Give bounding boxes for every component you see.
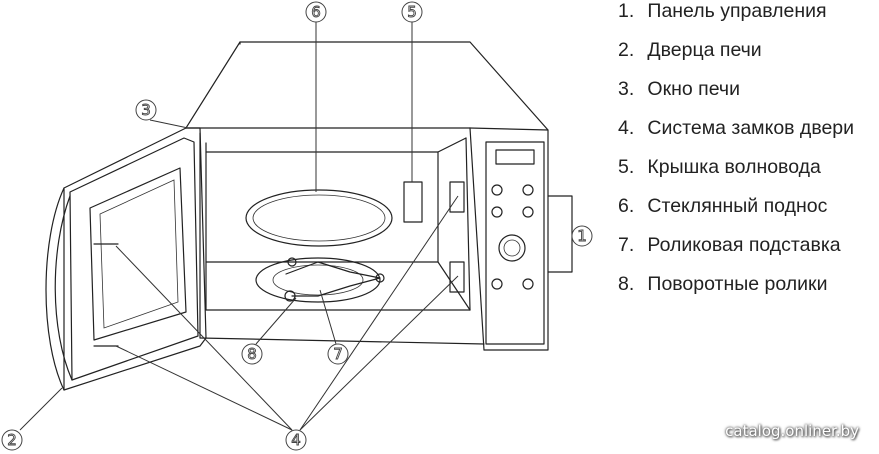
legend-item-text: Система замков двери: [647, 117, 855, 139]
legend-item-number: 3.: [618, 78, 635, 100]
legend-item-text: Окно печи: [647, 78, 740, 100]
legend-item-number: 6.: [618, 195, 635, 217]
watermark: catalog.onliner.by: [725, 422, 859, 440]
legend-item-number: 4.: [618, 117, 635, 139]
legend-item-text: Панель управления: [647, 0, 827, 22]
callout-6: [305, 1, 327, 23]
oven-door: [45, 127, 207, 391]
callout-2-label: 2: [7, 431, 17, 449]
legend-item: 3. Окно печи: [618, 78, 854, 117]
callout-8-label: 8: [247, 345, 257, 363]
oven-cabinet: [185, 41, 549, 351]
callout-1: [571, 225, 593, 247]
legend-item-text: Крышка волновода: [647, 156, 821, 178]
callout-4-label: 4: [291, 431, 301, 449]
legend-item-text: Стеклянный поднос: [647, 195, 828, 217]
callout-4: [285, 429, 307, 451]
legend-item-number: 8.: [618, 273, 635, 295]
callout-7-label: 7: [333, 345, 343, 363]
legend-item-number: 2.: [618, 39, 635, 61]
callout-6-label: 6: [311, 3, 321, 21]
callout-5-label: 5: [407, 3, 417, 21]
waveguide-cover: [403, 181, 423, 223]
callout-numbers: 1 2 3 4 5 6 7 8: [1, 1, 593, 451]
legend-item: 1. Панель управления: [618, 0, 854, 39]
callout-1-label: 1: [577, 227, 587, 245]
roller-ring: [255, 257, 385, 303]
parts-legend: 1. Панель управления 2. Дверца печи 3. О…: [618, 0, 854, 312]
legend-item: 6. Стеклянный поднос: [618, 195, 854, 234]
legend-item-number: 7.: [618, 234, 635, 256]
legend-item-number: 5.: [618, 156, 635, 178]
callout-3: [135, 99, 157, 121]
legend-item-text: Роликовая подставка: [647, 234, 841, 256]
legend-item: 5. Крышка волновода: [618, 156, 854, 195]
callout-7: [327, 343, 349, 365]
glass-tray: [245, 189, 393, 247]
legend-item-text: Дверца печи: [647, 39, 762, 61]
legend-item-text: Поворотные ролики: [647, 273, 828, 295]
callout-8: [241, 343, 263, 365]
legend-item: 7. Роликовая подставка: [618, 234, 854, 273]
callout-5: [401, 1, 423, 23]
control-panel: [485, 141, 573, 345]
callout-3-label: 3: [141, 101, 151, 119]
leader-lines: [19, 22, 574, 431]
callout-2: [1, 429, 23, 451]
legend-item: 8. Поворотные ролики: [618, 273, 854, 312]
legend-item: 4. Система замков двери: [618, 117, 854, 156]
legend-item: 2. Дверца печи: [618, 39, 854, 78]
legend-item-number: 1.: [618, 0, 635, 22]
